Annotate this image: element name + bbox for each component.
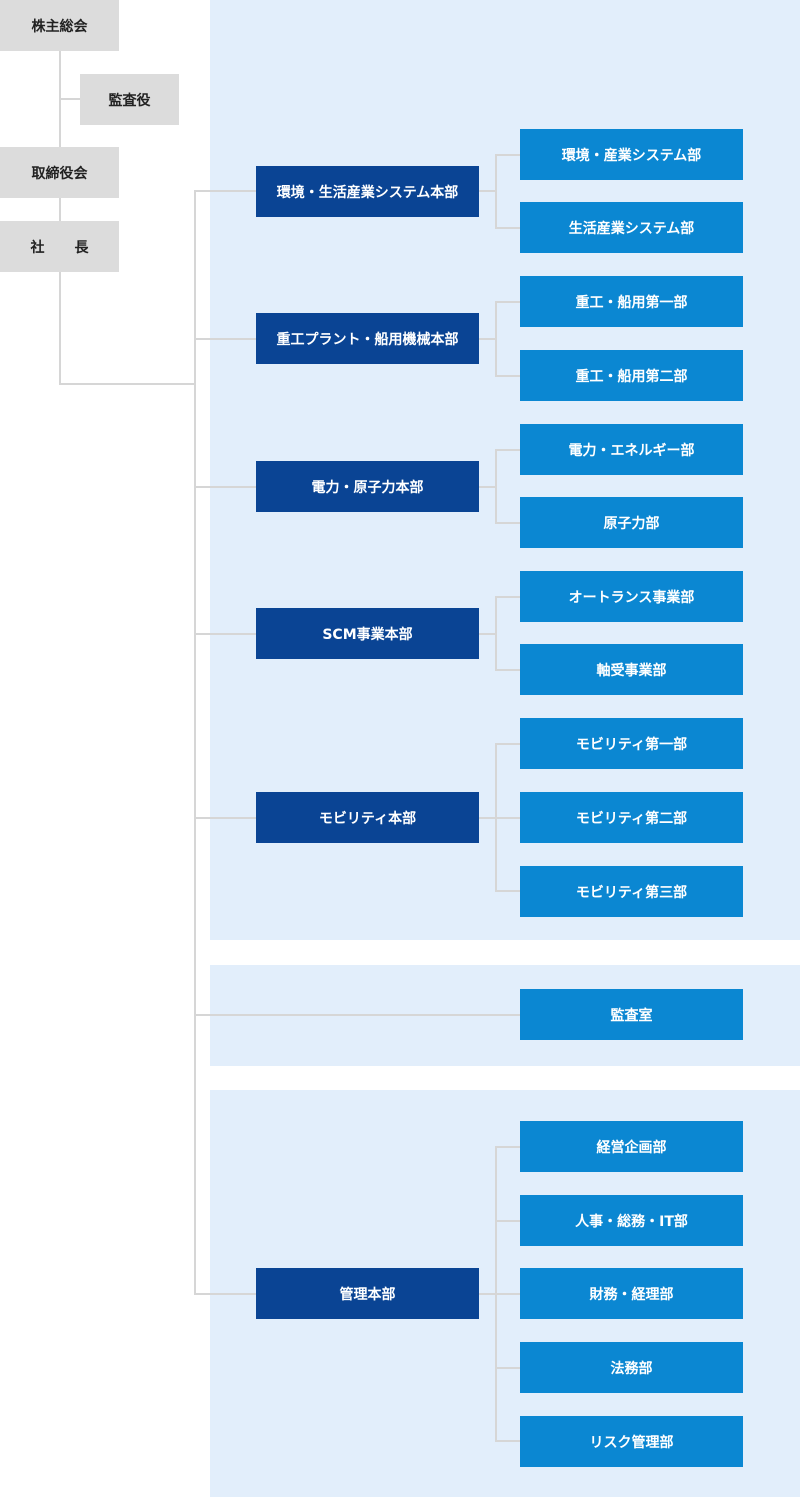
department-box: モビリティ第三部 <box>520 866 743 917</box>
department-box: リスク管理部 <box>520 1416 743 1467</box>
division-scm: SCM事業本部 <box>256 608 479 659</box>
president-label-second: 長 <box>74 239 89 256</box>
department-box: 財務・経理部 <box>520 1268 743 1319</box>
audit-office-box: 監査室 <box>520 989 743 1040</box>
department-box: オートランス事業部 <box>520 571 743 622</box>
president-box: 社 長 <box>0 221 119 272</box>
board-box: 取締役会 <box>0 147 119 198</box>
department-box: 法務部 <box>520 1342 743 1393</box>
department-box: 原子力部 <box>520 497 743 548</box>
department-box: 経営企画部 <box>520 1121 743 1172</box>
president-label-first: 社 <box>30 239 45 256</box>
division-admin: 管理本部 <box>256 1268 479 1319</box>
division-mobility: モビリティ本部 <box>256 792 479 843</box>
department-box: 重工・船用第二部 <box>520 350 743 401</box>
department-box: モビリティ第一部 <box>520 718 743 769</box>
department-box: 人事・総務・IT部 <box>520 1195 743 1246</box>
department-box: 生活産業システム部 <box>520 202 743 253</box>
division-heavy-plant: 重工プラント・船用機械本部 <box>256 313 479 364</box>
department-box: 軸受事業部 <box>520 644 743 695</box>
division-power: 電力・原子力本部 <box>256 461 479 512</box>
auditor-box: 監査役 <box>80 74 179 125</box>
shareholders-meeting-box: 株主総会 <box>0 0 119 51</box>
department-box: モビリティ第二部 <box>520 792 743 843</box>
department-box: 重工・船用第一部 <box>520 276 743 327</box>
department-box: 環境・産業システム部 <box>520 129 743 180</box>
division-environment: 環境・生活産業システム本部 <box>256 166 479 217</box>
department-box: 電力・エネルギー部 <box>520 424 743 475</box>
